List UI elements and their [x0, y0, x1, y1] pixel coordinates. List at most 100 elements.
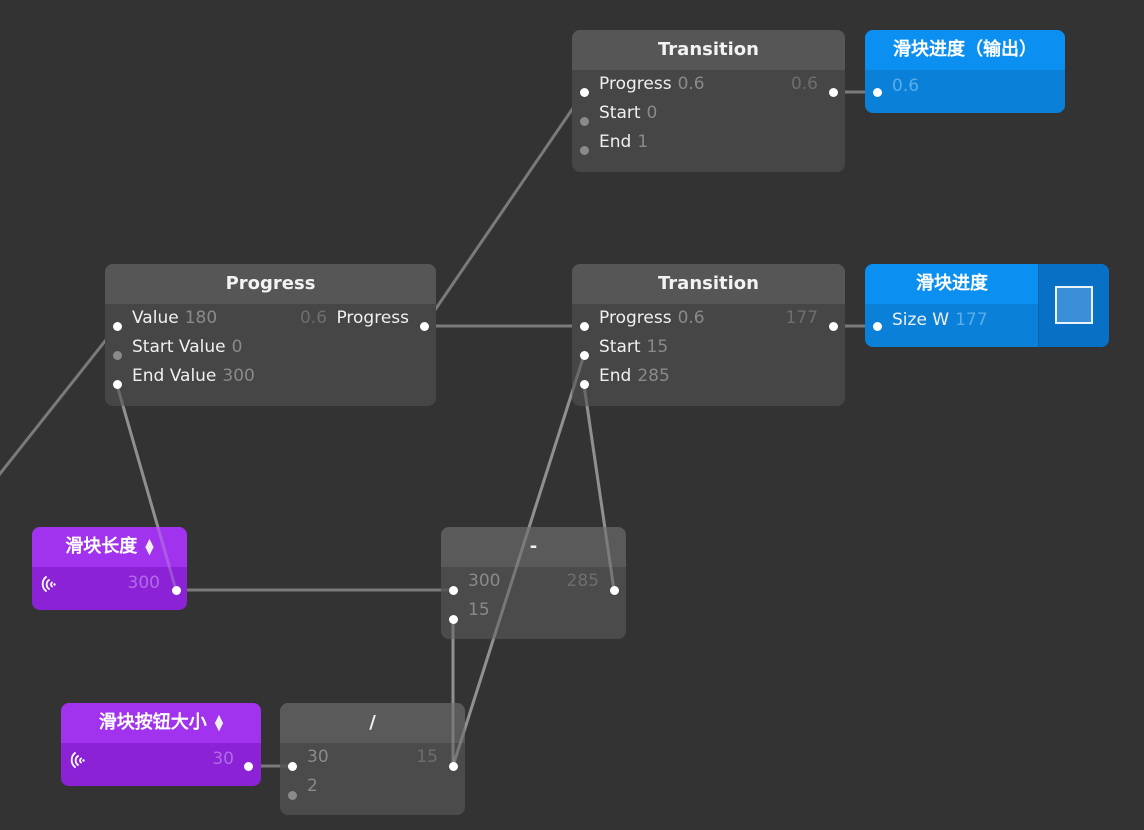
port-in-transition-top-start[interactable]: [580, 117, 589, 126]
node-title: /: [280, 703, 465, 743]
input-row-1: 15: [468, 596, 490, 625]
input-row-1: 2: [307, 772, 318, 801]
output-value: 177: [785, 308, 818, 328]
divide-node[interactable]: / 30 2 15: [280, 703, 465, 815]
output-value: 285: [566, 571, 599, 591]
output-row: 177: [786, 304, 818, 333]
port-in-slider-progress-size-w[interactable]: [873, 322, 882, 331]
node-title: Transition: [572, 264, 845, 304]
port-out-transition-top[interactable]: [829, 88, 838, 97]
port-out-transition-mid[interactable]: [829, 322, 838, 331]
port-in-transition-top-end[interactable]: [580, 146, 589, 155]
input-label: End Value: [132, 366, 217, 386]
square-preview-icon: [1055, 286, 1093, 324]
node-header: 滑块长度 ▲▼: [32, 527, 187, 567]
port-in-divide-0[interactable]: [288, 762, 297, 771]
input-label: End: [599, 366, 632, 386]
input-label: Progress: [599, 308, 672, 328]
port-in-progress-end-value[interactable]: [113, 380, 122, 389]
output-row: 0.6: [791, 70, 818, 99]
subtract-node[interactable]: - 300 15 285: [441, 527, 626, 639]
output-progress-node[interactable]: 滑块进度（输出） 0.6: [865, 30, 1065, 113]
node-title: Progress: [105, 264, 436, 304]
node-header: 滑块按钮大小 ▲▼: [61, 703, 261, 743]
input-value[interactable]: 180: [184, 308, 218, 328]
port-out-subtract[interactable]: [610, 586, 619, 595]
slider-value[interactable]: 300: [127, 573, 160, 593]
stepper-icon[interactable]: ▲▼: [214, 712, 224, 733]
input-value[interactable]: 0: [231, 337, 243, 357]
input-value: 300: [468, 571, 501, 591]
port-in-subtract-1[interactable]: [449, 615, 458, 624]
port-out-button-size[interactable]: [244, 762, 253, 771]
node-title: 滑块按钮大小: [98, 712, 207, 733]
input-label: Start: [599, 337, 641, 357]
port-in-transition-mid-end[interactable]: [580, 380, 589, 389]
node-title: 滑块进度: [865, 264, 1039, 304]
node-title: Transition: [572, 30, 845, 70]
input-value[interactable]: 285: [637, 366, 670, 386]
output-value: 15: [416, 747, 438, 767]
signal-icon: [41, 576, 56, 592]
input-label: Progress: [599, 74, 672, 94]
stepper-icon[interactable]: ▲▼: [145, 536, 154, 557]
input-value: 0.6: [892, 76, 920, 96]
input-value: 15: [468, 600, 490, 620]
node-title: 滑块进度（输出）: [865, 30, 1065, 70]
node-title: 滑块长度: [65, 536, 138, 557]
port-in-transition-mid-start[interactable]: [580, 351, 589, 360]
output-row: 285: [567, 567, 599, 596]
input-label: Start Value: [132, 337, 226, 357]
slider-length-node[interactable]: 滑块长度 ▲▼ 300: [32, 527, 187, 610]
input-row-0: 30: [307, 743, 329, 772]
button-size-node[interactable]: 滑块按钮大小 ▲▼ 30: [61, 703, 261, 786]
input-label: End: [599, 132, 632, 152]
input-value: 177: [955, 310, 988, 330]
port-out-slider-length[interactable]: [172, 586, 181, 595]
input-value[interactable]: 1: [637, 132, 649, 152]
port-in-transition-mid-progress[interactable]: [580, 322, 589, 331]
signal-icon: [70, 752, 85, 768]
input-value[interactable]: 2: [307, 776, 318, 796]
input-value[interactable]: 0.6: [677, 308, 705, 328]
input-value[interactable]: 15: [646, 337, 669, 357]
port-in-output-progress[interactable]: [873, 88, 882, 97]
port-in-subtract-0[interactable]: [449, 586, 458, 595]
port-in-transition-top-progress[interactable]: [580, 88, 589, 97]
port-in-progress-value[interactable]: [113, 322, 122, 331]
output-value: 0.6: [790, 74, 818, 94]
port-out-progress[interactable]: [420, 322, 429, 331]
input-row-0: 300: [468, 567, 500, 596]
input-row: 0.6: [892, 72, 919, 101]
output-value: 0.6: [299, 308, 328, 328]
output-label: Progress: [336, 308, 409, 328]
port-in-divide-1[interactable]: [288, 791, 297, 800]
output-row: 15: [416, 743, 438, 772]
input-value: 30: [307, 747, 329, 767]
node-title: -: [441, 527, 626, 567]
preview-panel[interactable]: [1038, 264, 1109, 347]
wire-progress-to-transition-top[interactable]: [422, 90, 586, 328]
output-row-progress: 0.6 Progress: [300, 304, 409, 333]
input-value[interactable]: 0.6: [677, 74, 705, 94]
wire-left-to-progress-value[interactable]: [0, 324, 119, 480]
value-row: 30: [206, 745, 234, 774]
slider-value[interactable]: 30: [212, 749, 234, 769]
input-value[interactable]: 0: [646, 103, 658, 123]
input-label: Start: [599, 103, 641, 123]
input-value[interactable]: 300: [222, 366, 255, 386]
port-in-progress-start-value[interactable]: [113, 351, 122, 360]
port-out-divide[interactable]: [449, 762, 458, 771]
